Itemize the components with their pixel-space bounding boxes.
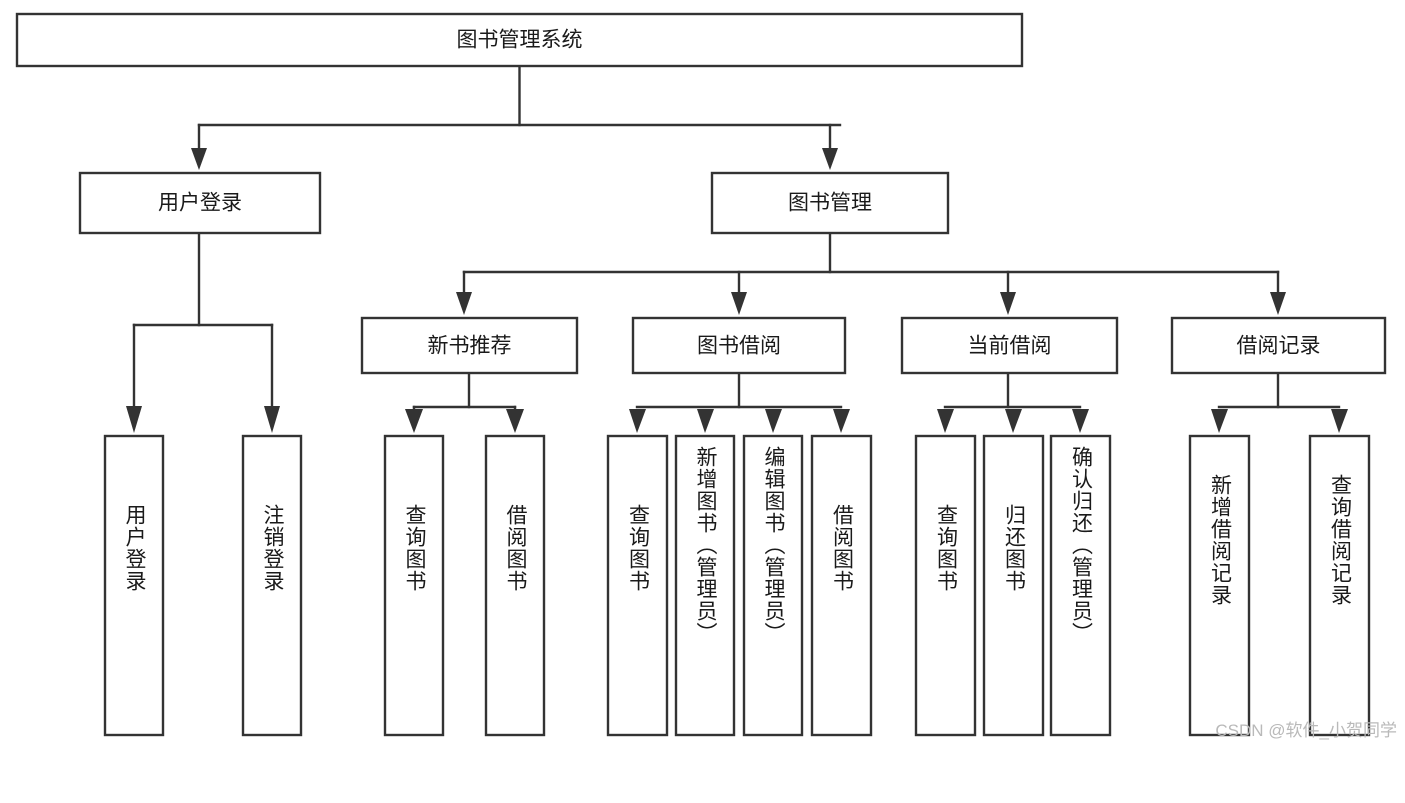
leaf-user-login-box[interactable]: [103, 434, 165, 737]
leaf-add-record-box[interactable]: [1188, 434, 1251, 737]
node-current-borrow-label: 当前借阅: [968, 335, 1052, 358]
leaf-layer: [103, 434, 1371, 737]
arrow-current-l2: [1005, 409, 1022, 433]
leaf-add-book-box[interactable]: [674, 434, 736, 737]
node-current-borrow[interactable]: 当前借阅: [900, 316, 1119, 375]
arrow-current-l1: [937, 409, 954, 433]
csdn-watermark: CSDN @软件_小贺同学: [1215, 721, 1397, 740]
arrow-current-l3: [1072, 409, 1089, 433]
flowchart-canvas: 图书管理系统 用户登录 图书管理 新书推荐 图书借阅 当前借阅 借阅记录: [15, 12, 1397, 740]
arrow-root-to-bookmanage: [822, 148, 838, 170]
node-book-manage[interactable]: 图书管理: [710, 171, 950, 235]
node-borrow-record-box: [1170, 316, 1387, 375]
node-root-box: [15, 12, 1024, 68]
node-user-login-box: [78, 171, 322, 235]
arrow-record-l2: [1331, 409, 1348, 433]
node-root-label: 图书管理系统: [457, 29, 583, 52]
leaf-query-book-1-box[interactable]: [383, 434, 445, 737]
arrow-userlogin-l1: [126, 406, 142, 433]
arrow-borrow-l4: [833, 409, 850, 433]
arrow-userlogin-l2: [264, 406, 280, 433]
node-borrow-record[interactable]: 借阅记录: [1170, 316, 1387, 375]
leaf-borrow-book-1-box[interactable]: [484, 434, 546, 737]
node-new-book-recommend[interactable]: 新书推荐: [360, 316, 579, 375]
node-root[interactable]: 图书管理系统: [15, 12, 1024, 68]
arrow-root-to-userlogin: [191, 148, 207, 170]
leaf-edit-book-box[interactable]: [742, 434, 804, 737]
leaf-query-book-3-box[interactable]: [914, 434, 977, 737]
node-new-book-recommend-label: 新书推荐: [428, 335, 512, 358]
leaf-logout-box[interactable]: [241, 434, 303, 737]
leaf-confirm-return-box[interactable]: [1049, 434, 1112, 737]
leaf-query-book-2-box[interactable]: [606, 434, 669, 737]
arrow-bm-c2: [731, 292, 747, 315]
arrow-borrow-l3: [765, 409, 782, 433]
node-book-manage-label: 图书管理: [788, 192, 872, 215]
arrow-bm-c4: [1270, 292, 1286, 315]
node-book-manage-box: [710, 171, 950, 235]
arrow-bm-c3: [1000, 292, 1016, 315]
node-user-login-label: 用户登录: [158, 192, 242, 215]
node-book-borrow-label: 图书借阅: [697, 335, 781, 358]
arrow-bm-c1: [456, 292, 472, 315]
node-user-login[interactable]: 用户登录: [78, 171, 322, 235]
node-borrow-record-label: 借阅记录: [1237, 335, 1321, 358]
node-current-borrow-box: [900, 316, 1119, 375]
arrow-borrow-l1: [629, 409, 646, 433]
connector-layer: [126, 64, 1348, 433]
node-new-book-recommend-box: [360, 316, 579, 375]
leaf-borrow-book-2-box[interactable]: [810, 434, 873, 737]
arrow-borrow-l2: [697, 409, 714, 433]
arrow-record-l1: [1211, 409, 1228, 433]
flowchart-svg: 图书管理系统 用户登录 图书管理 新书推荐 图书借阅 当前借阅 借阅记录: [15, 12, 1387, 737]
node-book-borrow-box: [631, 316, 847, 375]
arrow-newbook-l2: [506, 409, 524, 433]
leaf-return-book-box[interactable]: [982, 434, 1045, 737]
leaf-query-record-box[interactable]: [1308, 434, 1371, 737]
arrow-newbook-l1: [405, 409, 423, 433]
node-book-borrow[interactable]: 图书借阅: [631, 316, 847, 375]
